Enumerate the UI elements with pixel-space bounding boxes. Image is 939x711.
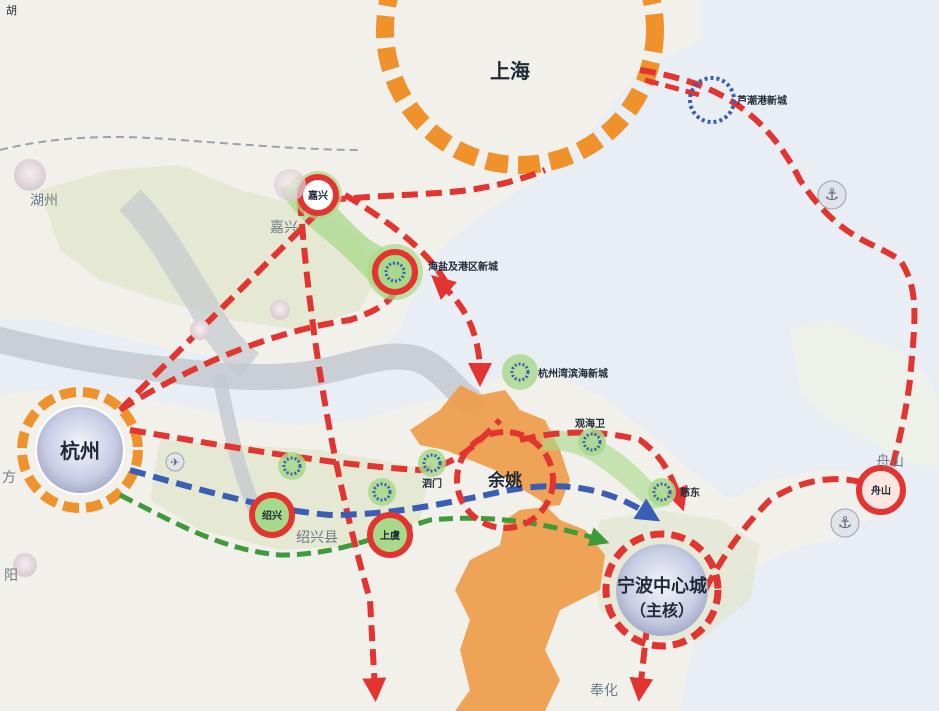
label-top-corner: 胡 xyxy=(6,3,17,17)
river-bend-west xyxy=(119,189,260,377)
label-yuyao: 余姚 xyxy=(487,470,522,491)
huzhou-dot xyxy=(14,159,46,191)
shaoxing-node xyxy=(249,492,295,538)
hangzhou-ring xyxy=(17,387,143,513)
label-hzbay: 杭州湾滨海新城 xyxy=(538,367,608,380)
label-jiaxing-faint: 嘉兴 xyxy=(270,220,298,236)
red-axes xyxy=(117,67,918,702)
green-node-b-inner xyxy=(372,482,392,502)
label-simen: 泗门 xyxy=(422,477,442,490)
label-huzhou: 湖州 xyxy=(30,193,58,209)
label-guanhaiwei: 观海卫 xyxy=(575,417,605,430)
zhoushan-node xyxy=(856,465,906,515)
simen-node xyxy=(422,453,442,473)
haiyan-node xyxy=(372,249,418,295)
label-zhoushan: 舟山 xyxy=(871,484,891,497)
simen-node-halo xyxy=(418,449,446,477)
haiyan-inner xyxy=(384,261,406,283)
shanghai-ring xyxy=(376,0,664,174)
zhuji-dot xyxy=(13,553,37,577)
label-shanghai: 上海 xyxy=(490,59,530,83)
green-node-a-inner xyxy=(282,456,302,476)
green-link-cixi xyxy=(540,430,670,510)
label-fenghua-faint: 奉化 xyxy=(590,683,618,699)
jiaxing-dot xyxy=(274,169,306,201)
label-left-edge-2: 阳 xyxy=(4,568,18,584)
label-cidong: 慈东 xyxy=(680,486,700,499)
ningbo-core xyxy=(616,544,708,636)
cidong-node xyxy=(652,482,672,502)
label-zhoushan-faint: 舟山 xyxy=(876,454,904,470)
label-ningbo-line1: 宁波中心城 xyxy=(617,575,707,597)
label-shaoxing: 绍兴 xyxy=(262,509,282,522)
svg-text:⚓: ⚓ xyxy=(825,185,839,204)
luchaogang-ring xyxy=(688,76,736,124)
svg-text:✈: ✈ xyxy=(170,456,179,469)
yuyao-district xyxy=(410,385,605,711)
cidong-node-halo xyxy=(648,478,676,506)
hangzhou-core xyxy=(35,405,125,495)
anchor-icon: ⚓ xyxy=(817,180,847,210)
airport-icon: ✈ xyxy=(165,452,185,472)
coast-boundary xyxy=(0,136,361,151)
ningbo-ring xyxy=(602,530,722,650)
guanhaiwei-node xyxy=(582,432,602,452)
yuyao-ring xyxy=(454,429,556,531)
svg-text:⚓: ⚓ xyxy=(838,513,852,532)
guanhaiwei-node-halo xyxy=(578,428,606,456)
label-left-edge-1: 方 xyxy=(2,470,16,486)
green-axis xyxy=(118,492,610,558)
anchor-icon: ⚓ xyxy=(830,508,860,538)
label-shangyu: 上虞 xyxy=(380,529,401,542)
urban-area-south xyxy=(150,440,430,550)
label-shaoxing-county: 绍兴县 xyxy=(296,530,338,546)
shanghai-link xyxy=(644,77,701,98)
haining-dot xyxy=(270,300,290,320)
label-jiaxing: 嘉兴 xyxy=(307,189,328,202)
label-hangzhou: 杭州 xyxy=(60,439,100,463)
green-node-a xyxy=(278,452,306,480)
shangyu-node xyxy=(367,512,413,558)
river xyxy=(0,327,483,413)
blue-axis xyxy=(129,467,661,522)
label-ningbo-line2: （主核） xyxy=(630,601,694,620)
hzbay-node xyxy=(510,362,530,382)
green-node-b xyxy=(368,478,396,506)
hzbay-node-halo xyxy=(502,354,538,390)
label-luchaogang: 芦潮港新城 xyxy=(737,94,787,107)
label-haiyan: 海盐及港区新城 xyxy=(428,260,498,273)
shaoxing-dot xyxy=(190,320,210,340)
